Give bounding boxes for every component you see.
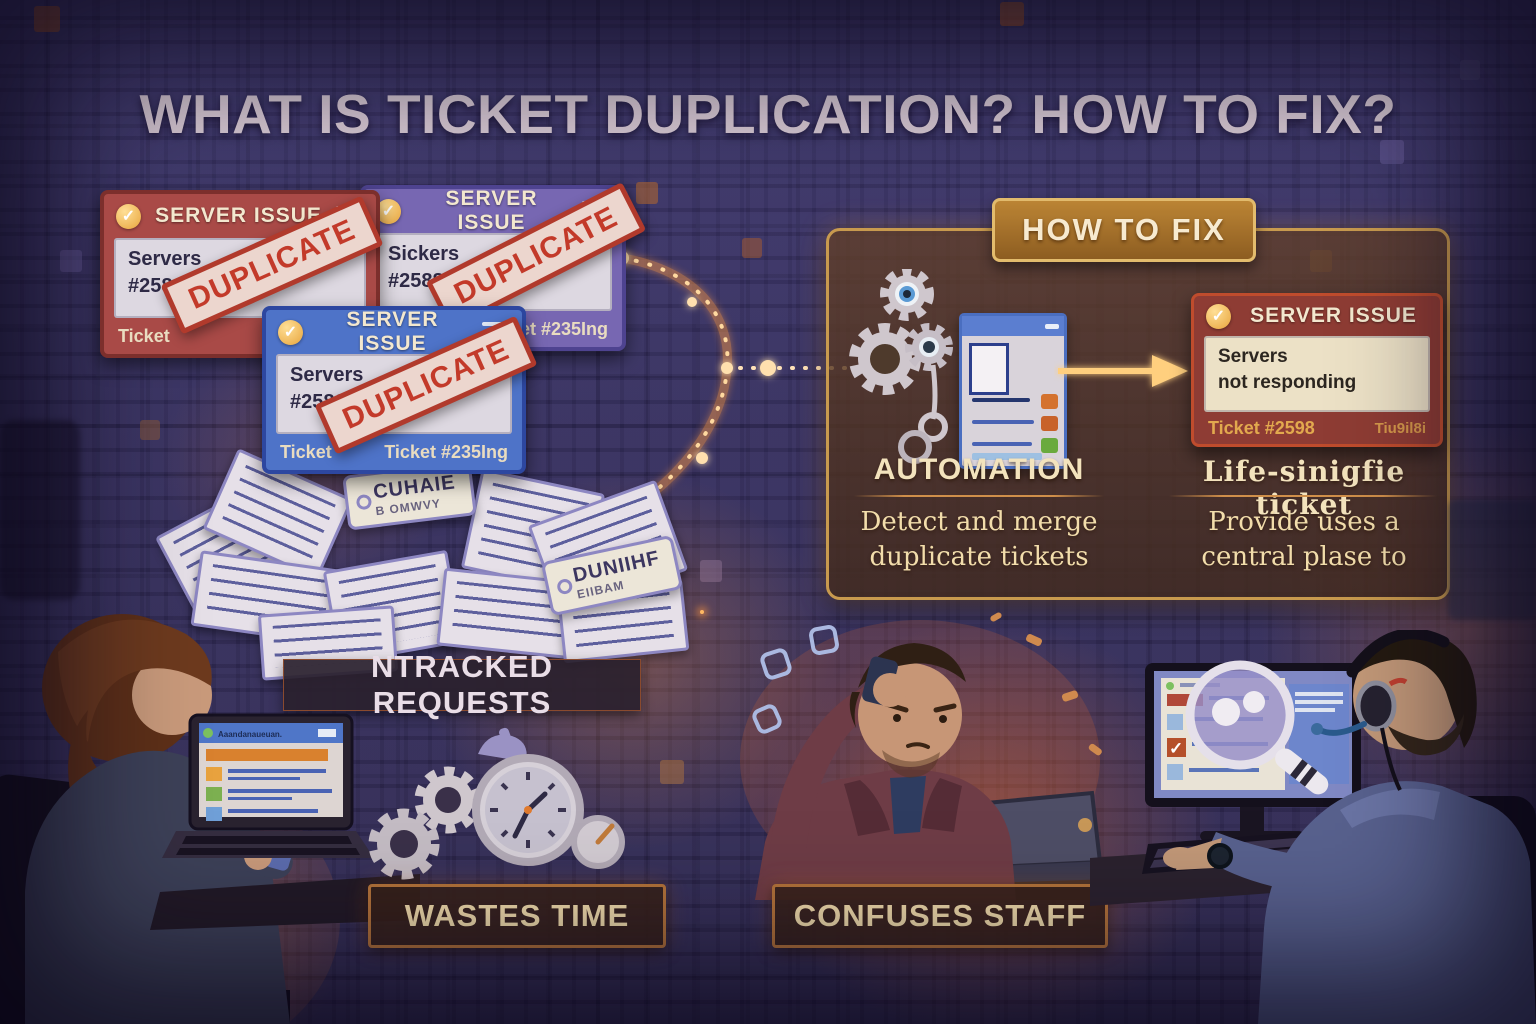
how-to-fix-panel: HOW TO FIX — [826, 198, 1450, 600]
confetti — [990, 612, 1102, 756]
automation-gears-icon — [849, 269, 953, 464]
ticket-footer: Ticket Ticket #235Ing — [280, 441, 508, 462]
wastes-time-label: WASTES TIME — [368, 884, 666, 948]
ticket-title: SERVER ISSUE — [155, 204, 322, 227]
ticket-header: ✓ SERVER ISSUE — [364, 187, 622, 234]
mosaic-square — [700, 560, 722, 582]
document-icon — [969, 343, 1009, 395]
mosaic-square — [140, 420, 160, 440]
check-badge-icon: ✓ — [376, 198, 401, 224]
confusion-marks — [752, 625, 839, 734]
mosaic-square — [1460, 60, 1480, 80]
mosaic-square — [636, 182, 658, 204]
ticket-footer: ket #235Ing — [509, 318, 608, 339]
confuses-staff-label: CONFUSES STAFF — [772, 884, 1108, 948]
mosaic-square — [1380, 140, 1404, 164]
ticket-list-icon — [959, 313, 1067, 469]
check-badge-icon: ✓ — [116, 203, 141, 229]
ticket-footer: Ticket #2598 Tiu9il8i — [1208, 417, 1426, 438]
arrow-right-icon — [1058, 355, 1188, 387]
automation-description: Detect and merge duplicate tickets — [860, 507, 1098, 573]
background-silhouette — [0, 420, 80, 600]
page-title: WHAT IS TICKET DUPLICATION? HOW TO FIX? — [139, 83, 1397, 145]
ticket-title: SERVER ISSUE — [1250, 304, 1417, 327]
check-badge-icon: ✓ — [278, 319, 303, 345]
ticket-body: Servers not responding — [1204, 336, 1430, 412]
laptop: Aaandanaueuan. — [162, 713, 374, 858]
window-titlebar — [962, 316, 1064, 336]
support-agent-illustration: ✓ — [1090, 630, 1536, 1024]
resolved-ticket-card: ✓ SERVER ISSUE Servers not responding Ti… — [1191, 293, 1443, 447]
gauge-icon — [571, 815, 625, 869]
divider — [854, 495, 1104, 497]
ticket-title: SERVER ISSUE — [346, 308, 439, 355]
magnifier-icon — [1185, 660, 1329, 795]
overwhelmed-agent-illustration: Aaandanaueuan. — [0, 614, 420, 1024]
ticket-header: ✓ SERVER ISSUE — [1194, 296, 1440, 336]
svg-text:Aaandanaueuan.: Aaandanaueuan. — [218, 730, 282, 739]
headset-icon — [1311, 677, 1408, 791]
automation-heading: AUTOMATION — [873, 453, 1085, 486]
mosaic-square — [60, 250, 82, 272]
wastes-time-icon — [368, 727, 625, 880]
confused-staff-illustration — [740, 612, 1120, 900]
ticket-title: SERVER ISSUE — [445, 187, 538, 234]
mosaic-square — [660, 760, 684, 784]
how-to-fix-banner: HOW TO FIX — [992, 198, 1256, 262]
confused-man — [755, 643, 1016, 900]
check-badge-icon: ✓ — [1206, 303, 1231, 329]
duplicate-ticket-card: ✓ SERVER ISSUE Servers #2586 no Ticket T… — [262, 306, 538, 474]
mosaic-square — [34, 6, 60, 32]
duplicate-ticket-card: ✓ SERVER ISSUE Sickers #2588 not ket #23… — [360, 181, 647, 351]
gear-icon — [368, 808, 440, 880]
svg-text:✓: ✓ — [1169, 739, 1183, 758]
mosaic-square — [1000, 2, 1024, 26]
mosaic-square — [742, 238, 762, 258]
single-ticket-description: Provide uses a central plase to — [1201, 507, 1407, 573]
single-ticket-heading: Life-sinigfie ticket — [1202, 455, 1406, 521]
gear-icon — [414, 766, 482, 834]
desk — [150, 874, 420, 930]
background-monitor-silhouette — [1448, 500, 1536, 620]
divider — [1169, 495, 1437, 497]
alarm-clock-icon — [472, 727, 584, 866]
support-agent — [1163, 630, 1536, 1024]
